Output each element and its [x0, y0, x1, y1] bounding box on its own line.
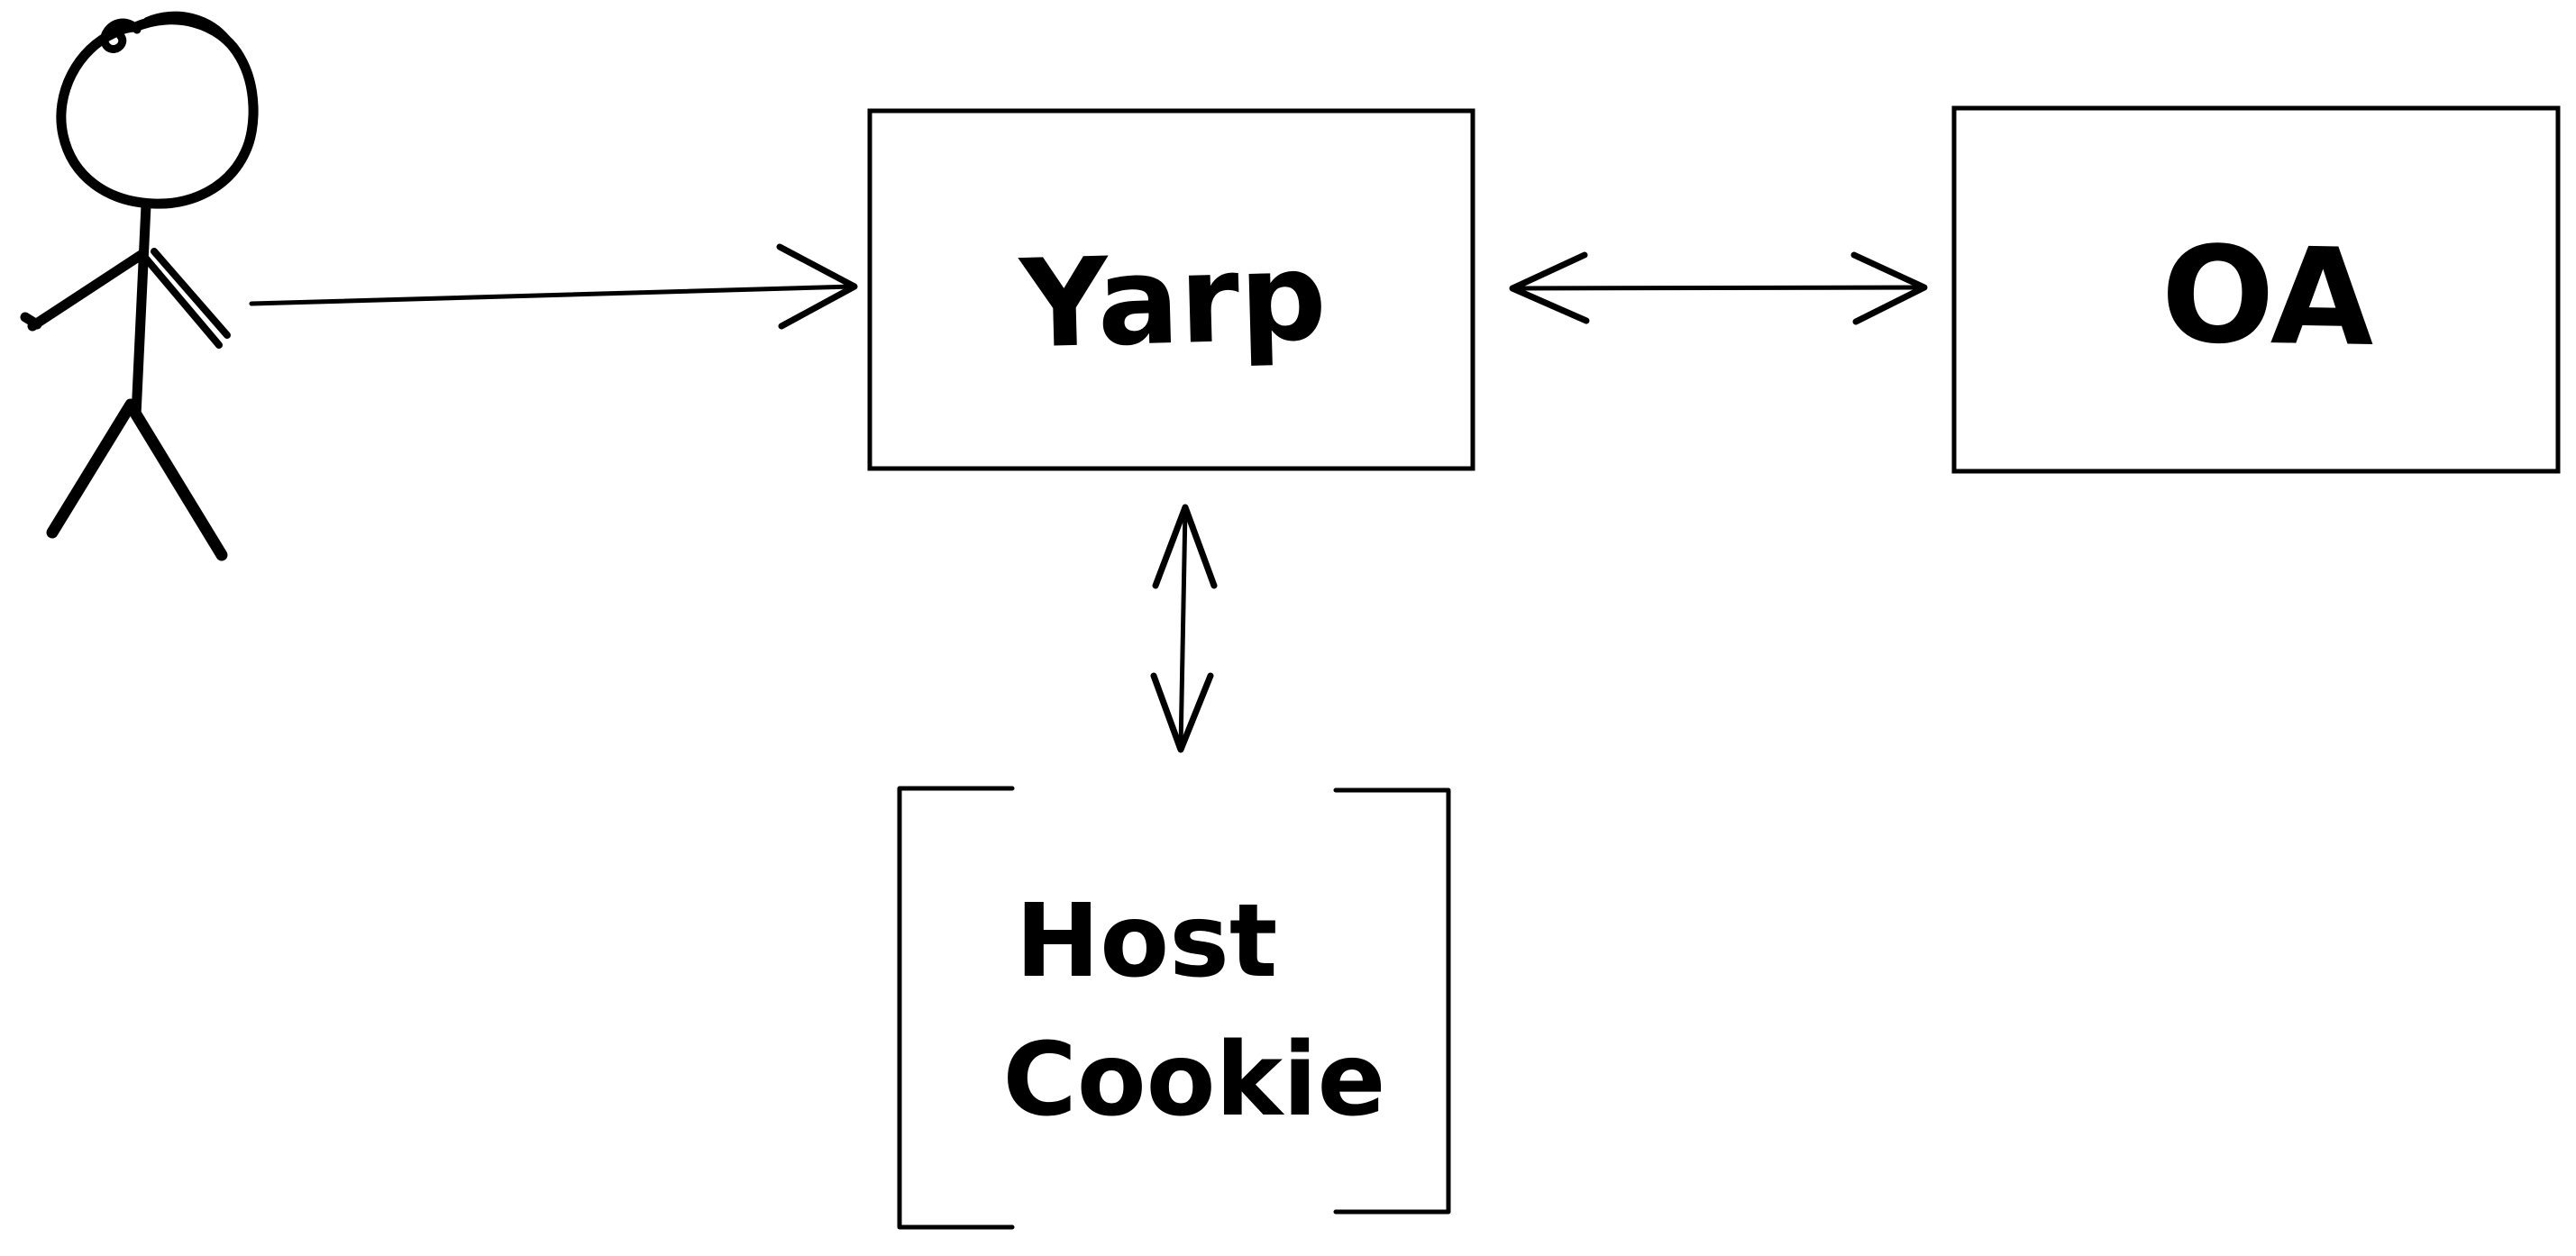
host-cookie-label-line2: Cookie	[1003, 1022, 1386, 1139]
stick-figure-head-squiggle	[100, 18, 142, 53]
yarp-hostcookie-arrow	[1150, 504, 1218, 753]
stick-figure-head	[56, 14, 259, 209]
yarp-oa-arrow	[1509, 251, 1928, 325]
oa-node-box	[1951, 105, 2561, 474]
host-cookie-node: Host Cookie	[897, 786, 1451, 1230]
left-bracket	[897, 786, 1015, 1230]
right-bracket	[1333, 787, 1451, 1215]
oa-node-label: OA	[2160, 217, 2375, 376]
oa-node: OA	[1951, 105, 2561, 474]
stick-figure-right-leg	[130, 408, 228, 561]
down-arrowhead	[1150, 672, 1214, 753]
stick-figure-head-overlap	[143, 11, 233, 45]
yarp-node-label: Yarp	[1017, 226, 1329, 376]
right-arrowhead	[776, 243, 858, 330]
stick-figure-left-leg	[46, 398, 137, 539]
arrow-shaft	[1178, 506, 1188, 751]
left-arrowhead	[1509, 251, 1590, 324]
up-arrowhead	[1152, 504, 1218, 589]
stick-figure-icon	[20, 11, 259, 561]
arrow-shaft	[1512, 285, 1925, 291]
stick-figure-right-arm	[142, 248, 231, 349]
stick-figure-body	[131, 200, 151, 421]
arrow-shaft	[249, 284, 855, 306]
stick-figure-left-arm	[20, 249, 148, 332]
user-to-yarp-arrow	[249, 243, 858, 330]
yarp-node: Yarp	[867, 108, 1475, 471]
right-arrowhead	[1850, 251, 1928, 325]
yarp-node-box	[867, 108, 1475, 471]
host-cookie-label-line1: Host	[1016, 883, 1278, 1000]
